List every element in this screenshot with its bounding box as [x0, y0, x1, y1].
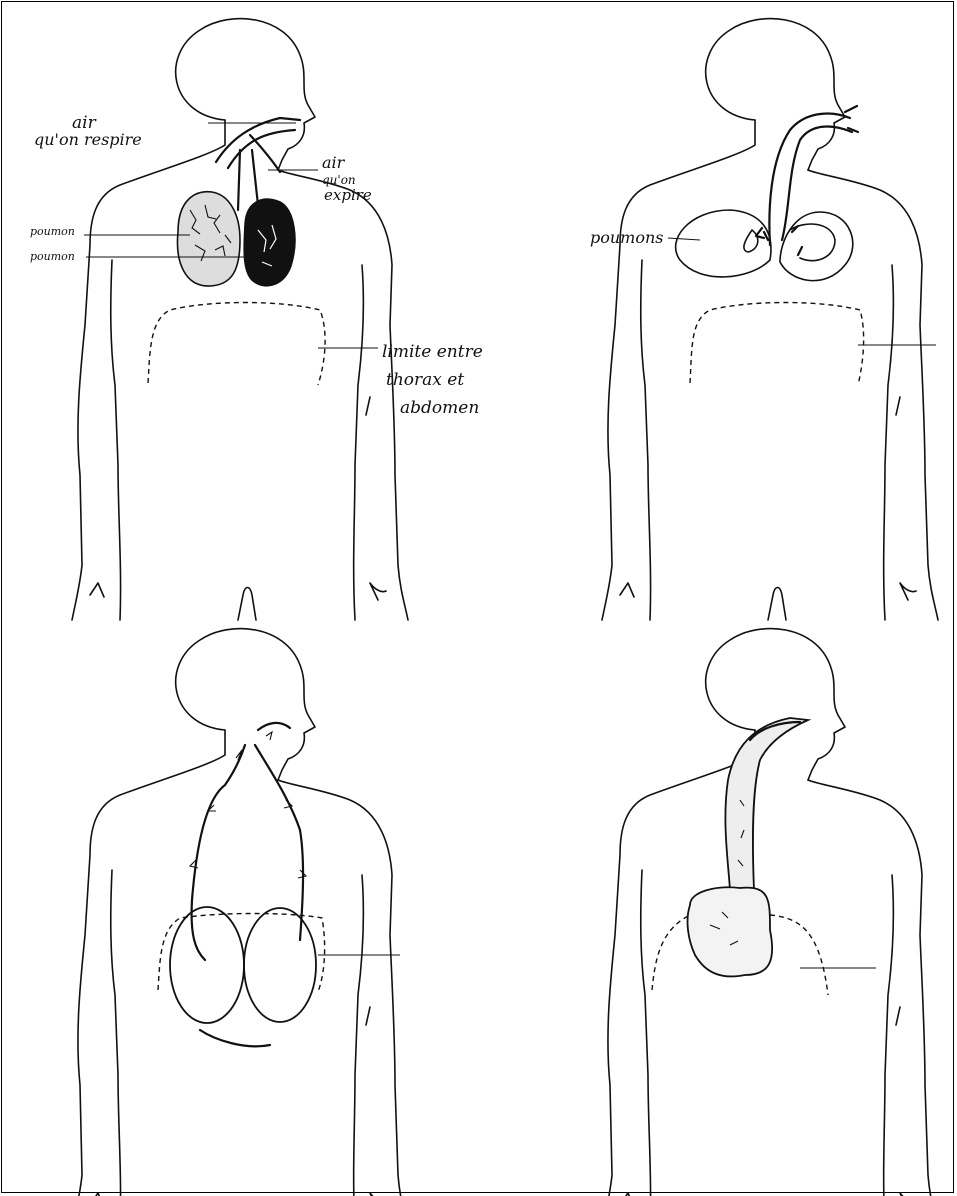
label-limit-1: limite entre	[382, 342, 483, 362]
label-lungs: poumons	[590, 228, 664, 247]
right-organ	[244, 908, 316, 1022]
label-air-out-1: air	[322, 153, 346, 172]
label-lung-2: poumon	[30, 250, 75, 263]
label-lung-1: poumon	[30, 225, 75, 238]
label-air-in-2: qu'on respire	[34, 130, 142, 149]
label-limit-3: abdomen	[400, 398, 479, 418]
label-air-out-3: expire	[324, 186, 372, 204]
body-silhouette-1	[72, 19, 408, 620]
esophagus	[725, 718, 808, 890]
body-silhouette-3	[72, 629, 408, 1196]
label-air-out-2: qu'on	[322, 173, 356, 187]
left-organ	[170, 907, 244, 1023]
panel-respiration-lungs: air qu'on respire air qu'on expire poumo…	[30, 19, 483, 620]
stomach	[688, 887, 773, 976]
panel-digestion-stomach	[602, 629, 938, 1196]
body-silhouette-2	[602, 19, 938, 620]
panel-circulation-abdomen	[72, 629, 408, 1196]
left-lung	[177, 192, 240, 286]
panel-respiration-loops: poumons	[590, 19, 938, 620]
right-lung	[244, 199, 295, 286]
label-limit-2: thorax et	[386, 370, 464, 390]
right-lung-loop	[780, 212, 853, 281]
